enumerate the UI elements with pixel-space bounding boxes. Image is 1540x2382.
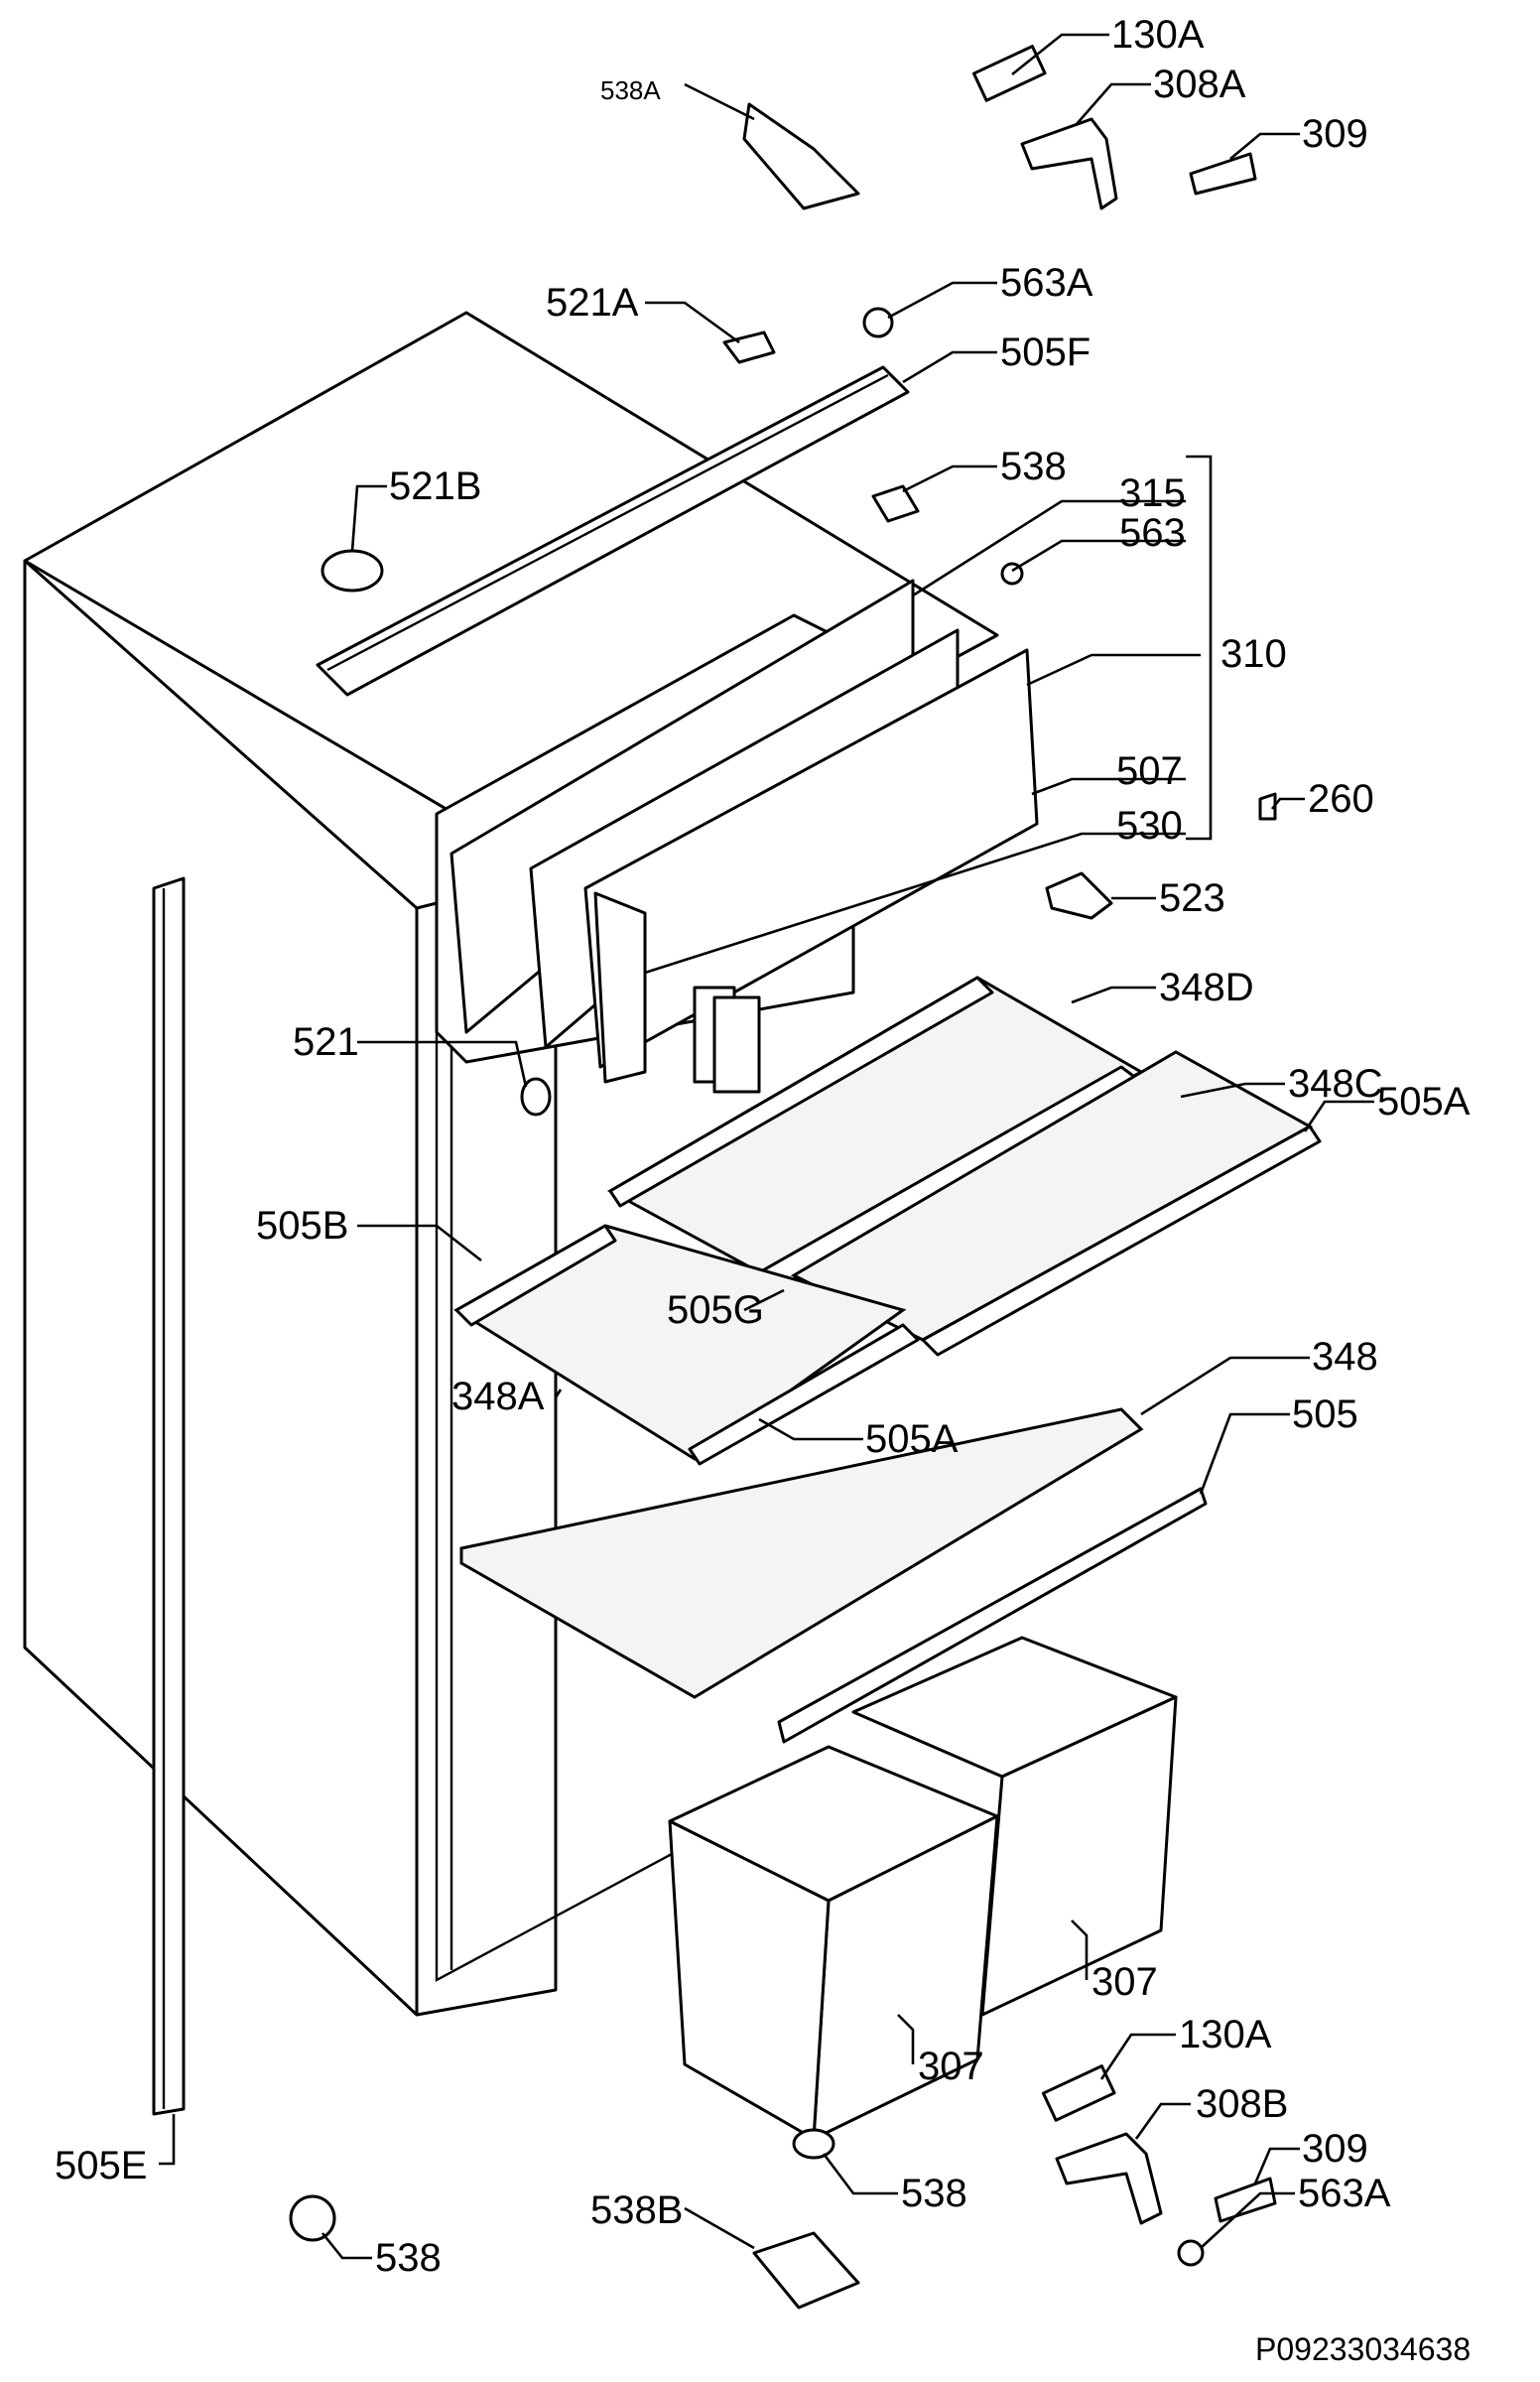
part-labels: 130A 308A 309 538A 521A 563A 505F 521B 5… [55, 13, 1471, 2280]
cap-521B [321, 549, 384, 593]
leader-lines [159, 33, 1374, 2260]
label-307-left: 307 [918, 2045, 984, 2088]
label-507: 507 [1116, 749, 1183, 793]
screw-563A-top [862, 307, 894, 338]
latch-523 [1045, 871, 1113, 920]
label-563A-bottom: 563A [1298, 2172, 1391, 2215]
label-309-top: 309 [1302, 112, 1368, 156]
crisper-bin-307-left [668, 1745, 999, 2141]
bracket-538-top [871, 484, 920, 523]
label-315: 315 [1119, 471, 1186, 515]
label-521B: 521B [389, 464, 481, 508]
label-521A: 521A [546, 281, 639, 325]
label-308B: 308B [1196, 2082, 1288, 2126]
clip-260 [1258, 792, 1277, 821]
label-563: 563 [1119, 511, 1186, 555]
document-id: P09233034638 [1255, 2331, 1471, 2367]
label-310: 310 [1220, 632, 1287, 676]
door-handle-530 [593, 891, 647, 1084]
label-563A-top: 563A [1000, 261, 1093, 305]
label-538A: 538A [600, 75, 661, 105]
hinge-plate-538B [752, 2231, 860, 2310]
label-130A-bottom: 130A [1179, 2013, 1272, 2056]
hinge-plate-538A [742, 102, 860, 210]
cabinet-side-face [23, 559, 419, 2017]
label-521: 521 [293, 1020, 359, 1064]
label-505G: 505G [667, 1288, 764, 1332]
shelf-rail-505 [777, 1487, 1208, 1744]
label-348A: 348A [451, 1375, 545, 1418]
label-348C: 348C [1288, 1062, 1383, 1106]
plug-521 [520, 1077, 552, 1117]
label-505E: 505E [55, 2144, 147, 2187]
label-309-top [1189, 152, 1257, 196]
label-538-mid: 538 [901, 2172, 967, 2215]
label-505F: 505F [1000, 331, 1091, 374]
shelf-glass-348 [459, 1407, 1144, 1699]
label-538-bottom: 538 [375, 2236, 442, 2280]
label-260: 260 [1308, 777, 1374, 821]
shelf-348D [606, 976, 1145, 1292]
label-348: 348 [1312, 1335, 1378, 1379]
bracket-130A-top [971, 45, 1047, 102]
vertical-trim-strip-505E [152, 876, 186, 2116]
screw-563A-bottom [1177, 2239, 1205, 2267]
foot-538-bottom [289, 2194, 336, 2242]
label-308A: 308A [1153, 63, 1246, 106]
shelf-348 [459, 1407, 1144, 1699]
shelf-rim-back [608, 976, 994, 1208]
group-bracket-310 [1186, 455, 1213, 841]
shelf-rim-505A-bottom [688, 1323, 920, 1466]
shelf-348A [453, 1224, 920, 1466]
door-panel-507 [583, 648, 1039, 1069]
door-hinge-part-2 [712, 995, 761, 1094]
shelf-rim-505A [921, 1125, 1322, 1357]
hinge-308B [1055, 2132, 1163, 2225]
freezer-door-assembly-310 [449, 579, 1039, 1094]
bracket-538-mid [792, 2128, 835, 2160]
shelf-rim-505B [454, 1224, 617, 1327]
label-523: 523 [1159, 876, 1225, 920]
label-309-bottom [1214, 2177, 1277, 2223]
label-538-top: 538 [1000, 445, 1067, 488]
label-505: 505 [1292, 1392, 1358, 1436]
label-505A-bottom: 505A [865, 1417, 959, 1461]
hinge-308A [1020, 117, 1118, 210]
label-505A-right: 505A [1377, 1080, 1471, 1124]
label-348D: 348D [1159, 966, 1254, 1009]
label-130A-top: 130A [1111, 13, 1205, 57]
bracket-130A-bottom [1041, 2064, 1116, 2122]
label-307-right: 307 [1091, 1960, 1158, 2004]
label-538B: 538B [590, 2188, 683, 2232]
label-530: 530 [1116, 804, 1183, 848]
crisper-bin-307-right [851, 1636, 1178, 2017]
label-309-bottom: 309 [1302, 2127, 1368, 2171]
label-505B: 505B [256, 1204, 348, 1248]
top-strip-505F [316, 365, 910, 697]
